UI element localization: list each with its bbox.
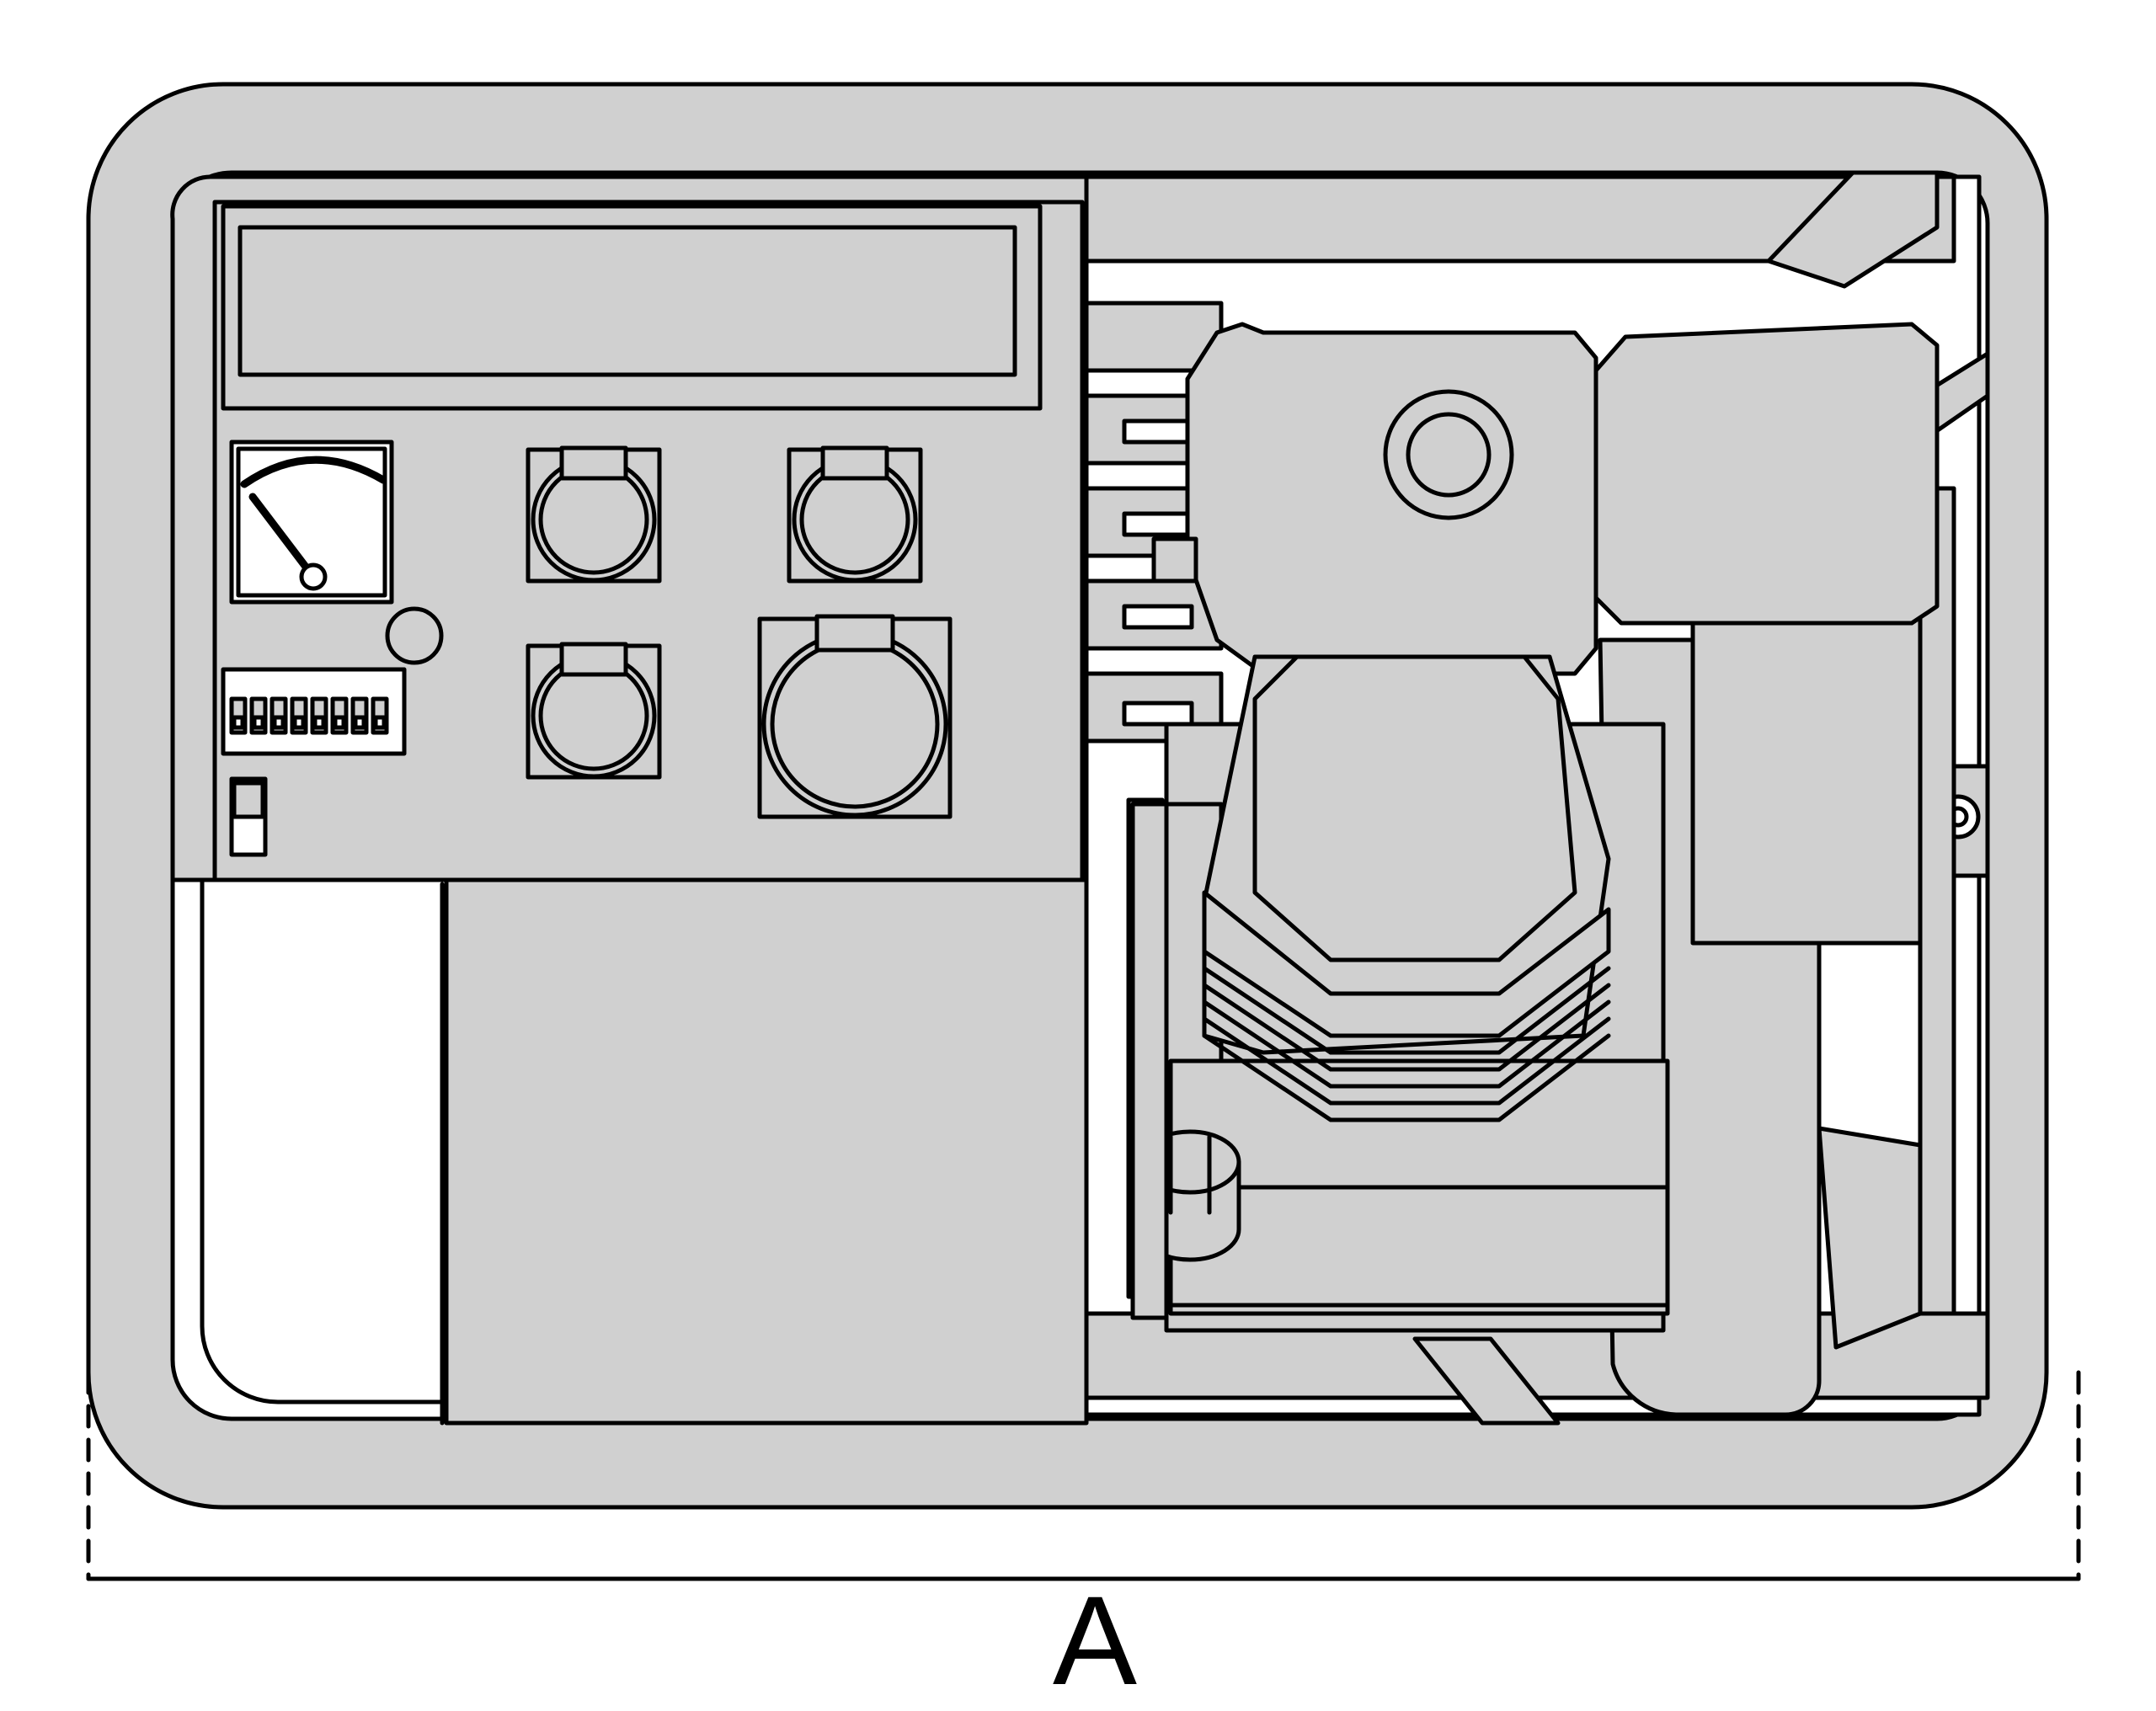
- breaker-toggle: [353, 715, 366, 730]
- socket-large-icon: [757, 614, 953, 819]
- dimension-label: A: [1053, 1570, 1137, 1711]
- breaker-toggle: [272, 715, 286, 730]
- breaker-toggle: [292, 715, 306, 730]
- dimension-width: A: [86, 1370, 2081, 1711]
- indicator-lamp-icon: [385, 606, 444, 665]
- socket-small-3-icon: [526, 642, 662, 780]
- breaker-toggle: [373, 715, 387, 730]
- engine-assembly: [1084, 170, 1990, 1426]
- breaker-toggle: [312, 715, 326, 730]
- main-switch-icon: [229, 776, 268, 857]
- socket-small-2-icon: [787, 445, 923, 584]
- voltmeter-icon: [229, 440, 394, 605]
- breaker-toggle: [252, 715, 265, 730]
- breaker-toggle: [333, 715, 346, 730]
- breaker-bank-icon: [221, 667, 407, 756]
- breaker-toggle: [232, 715, 245, 730]
- socket-small-1-icon: [526, 445, 662, 584]
